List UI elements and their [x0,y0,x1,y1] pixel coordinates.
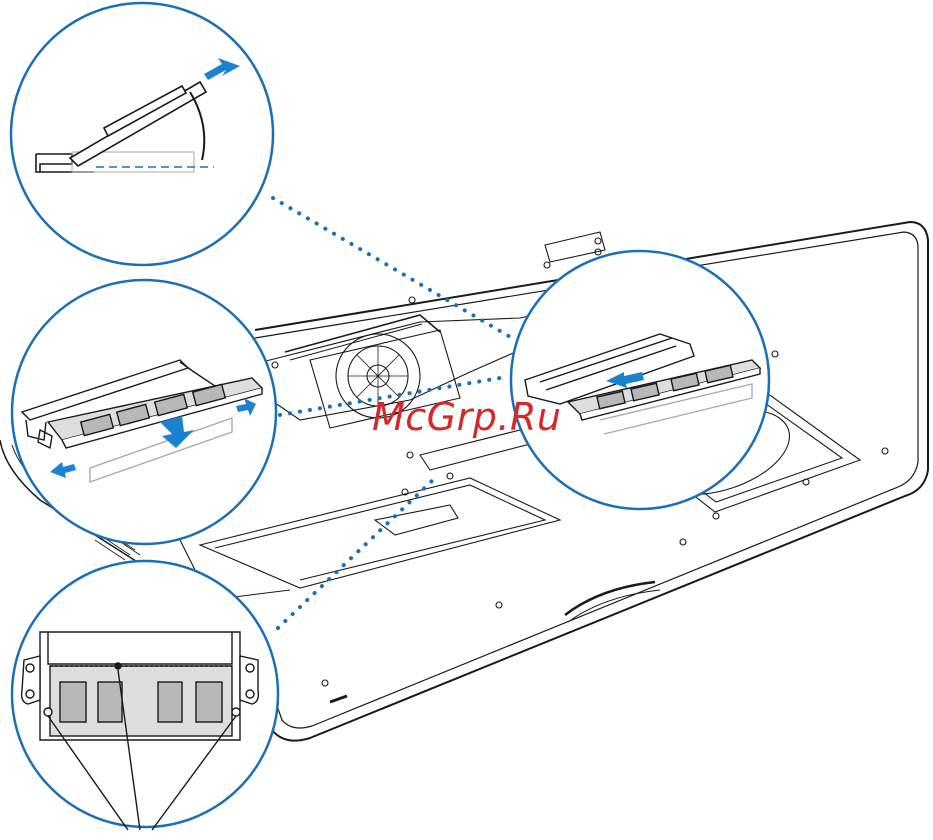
callout-installed-module [511,251,769,509]
callout-release-levers [12,280,276,544]
callout-insert-angle [11,3,273,265]
watermark-text: McGrp.Ru [372,398,561,436]
callout-notch-alignment [12,561,278,830]
